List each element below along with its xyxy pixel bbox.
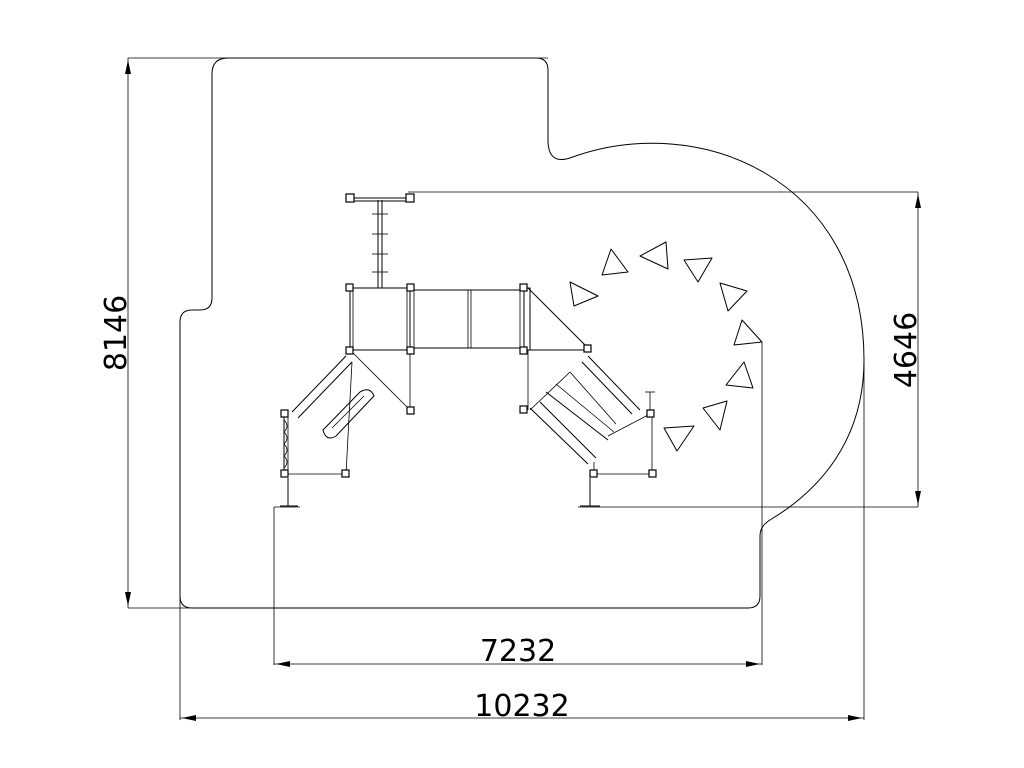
- tunnel-bridge: [413, 289, 524, 349]
- climbing-hold-9: [569, 281, 599, 307]
- climbing-holds: [569, 241, 763, 452]
- right-slide: [529, 355, 657, 507]
- dimension-total-height: 8146: [99, 57, 548, 609]
- climbing-hold-5: [733, 319, 763, 346]
- climbing-hold-2: [639, 241, 669, 270]
- climbing-hold-7: [702, 400, 728, 431]
- dimension-total-width: 10232: [179, 360, 865, 724]
- dimension-label-8146: 8146: [99, 295, 134, 371]
- left-support-posts: [274, 409, 350, 508]
- dimension-label-4646: 4646: [889, 312, 924, 388]
- climbing-ladder: [345, 193, 415, 288]
- climbing-hold-8: [663, 425, 695, 452]
- dimension-label-7232: 7232: [480, 634, 556, 669]
- climbing-hold-4: [719, 282, 748, 312]
- left-slide: [288, 355, 375, 475]
- left-tower-platform: [345, 283, 415, 415]
- safety-zone-outline: [179, 57, 865, 609]
- dimension-structure-depth: 4646: [408, 191, 924, 508]
- climbing-hold-3: [683, 257, 713, 283]
- dimension-structure-width: 7232: [273, 342, 763, 669]
- climbing-hold-1: [601, 248, 629, 276]
- climbing-hold-6: [725, 361, 754, 389]
- right-tower-platform: [519, 283, 592, 414]
- dimension-label-10232: 10232: [474, 689, 569, 724]
